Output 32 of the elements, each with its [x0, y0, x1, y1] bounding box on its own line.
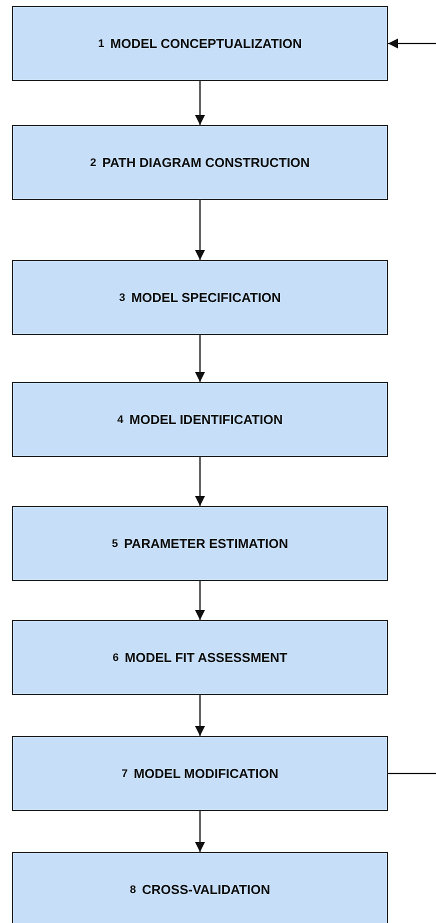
step-number: 6 — [112, 652, 119, 664]
step-number: 2 — [90, 156, 96, 168]
process-box — [12, 736, 388, 811]
arrow — [195, 457, 205, 506]
step-number: 7 — [122, 768, 128, 780]
step-number: 5 — [112, 538, 118, 550]
step-title: MODEL IDENTIFICATION — [129, 412, 283, 427]
arrow — [195, 695, 205, 736]
step-number: 8 — [130, 884, 136, 896]
step-title: MODEL SPECIFICATION — [131, 290, 281, 305]
process-box — [12, 125, 388, 200]
process-box — [12, 506, 388, 581]
arrow — [195, 811, 205, 852]
arrow — [388, 38, 436, 48]
process-box — [12, 620, 388, 695]
step-number: 1 — [98, 38, 104, 50]
arrow — [195, 81, 205, 125]
step-title: MODEL MODIFICATION — [134, 766, 278, 781]
step-title: MODEL FIT ASSESSMENT — [124, 650, 288, 665]
step-number: 4 — [117, 414, 124, 426]
process-box — [12, 382, 388, 457]
step-title: PATH DIAGRAM CONSTRUCTION — [102, 155, 310, 170]
arrow — [195, 200, 205, 260]
step-number: 3 — [119, 292, 126, 304]
process-box — [12, 6, 388, 81]
step-title: CROSS-VALIDATION — [142, 882, 270, 897]
process-box — [12, 852, 388, 923]
step-title: MODEL CONCEPTUALIZATION — [110, 36, 302, 51]
arrow — [195, 335, 205, 382]
arrow — [195, 581, 205, 620]
process-box — [12, 260, 388, 335]
step-title: PARAMETER ESTIMATION — [124, 536, 288, 551]
